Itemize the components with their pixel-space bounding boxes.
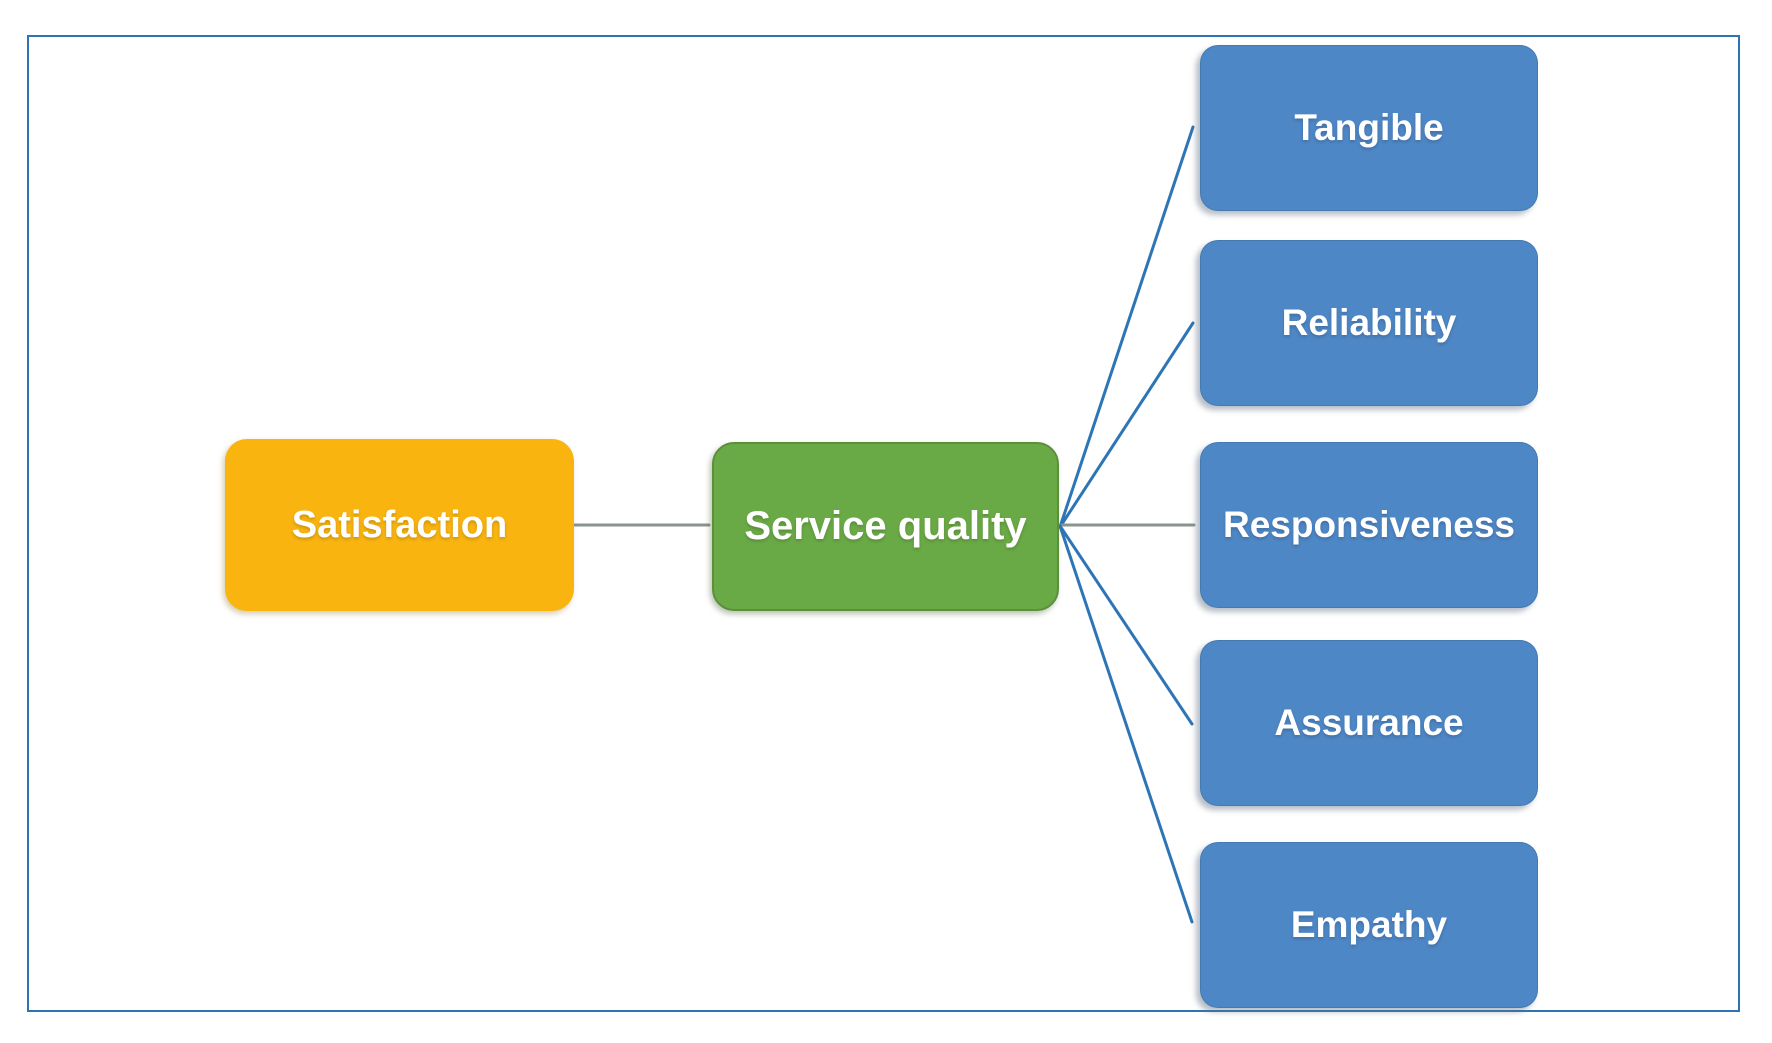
outer-frame (27, 35, 1740, 1012)
node-empathy-label: Empathy (1290, 904, 1448, 945)
node-tangible-label: Tangible (1294, 107, 1444, 148)
node-satisfaction: Satisfaction (225, 439, 574, 611)
node-assurance: Assurance (1200, 640, 1538, 806)
node-tangible: Tangible (1200, 45, 1538, 211)
node-responsiveness-label: Responsiveness (1222, 504, 1516, 545)
node-reliability: Reliability (1200, 240, 1538, 406)
node-satisfaction-label: Satisfaction (291, 503, 508, 546)
node-assurance-label: Assurance (1274, 702, 1464, 743)
node-service-quality: Service quality (712, 442, 1059, 611)
node-responsiveness: Responsiveness (1200, 442, 1538, 608)
node-empathy: Empathy (1200, 842, 1538, 1008)
node-reliability-label: Reliability (1281, 302, 1457, 343)
node-service-quality-label: Service quality (744, 504, 1027, 548)
